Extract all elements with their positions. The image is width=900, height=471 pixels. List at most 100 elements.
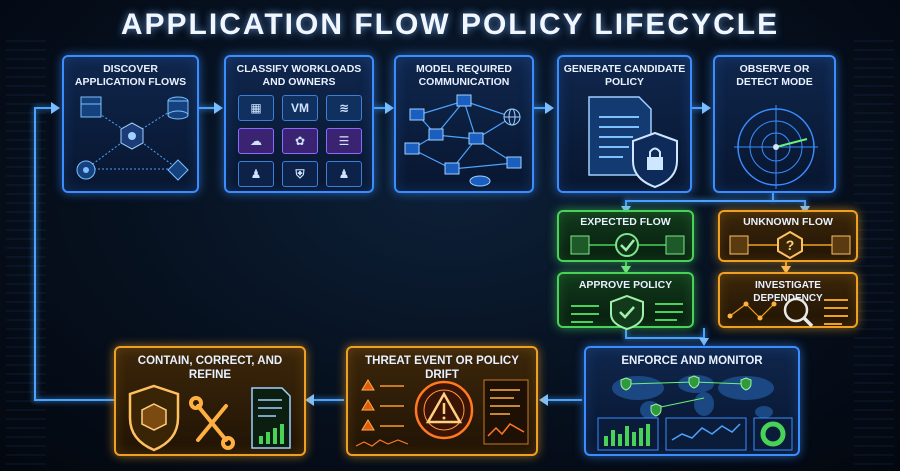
discover-network-graphic [76, 96, 189, 181]
log-panel-icon [483, 379, 529, 445]
step-classify[interactable]: CLASSIFY WORKLOADS AND OWNERS ▦ VM ≋ ☁ ✿… [224, 55, 374, 193]
arrow-down-icon [781, 266, 791, 274]
step-observe[interactable]: OBSERVE OR DETECT MODE [713, 55, 836, 193]
wrench-icon [189, 396, 235, 450]
arrow-right-icon [702, 102, 711, 114]
arrow-right-icon [545, 102, 554, 114]
cube-icon [80, 96, 102, 118]
arrow-right-icon [51, 102, 60, 114]
cube-icon [729, 235, 749, 255]
connector-loop-bottom [34, 399, 114, 401]
connector-enforce-threat [546, 399, 582, 401]
branch-unknown-flow[interactable]: UNKNOWN FLOW ? [718, 210, 858, 262]
contain-graphic [128, 384, 291, 452]
svg-text:?: ? [786, 237, 795, 253]
connector-observe-down [772, 193, 774, 201]
shield-check-icon [610, 294, 644, 331]
connector-loop-vertical [34, 109, 36, 401]
expected-flow-label: EXPECTED FLOW [580, 216, 671, 228]
step-contain[interactable]: CONTAIN, CORRECT, AND REFINE [114, 346, 306, 456]
step-investigate-dependency[interactable]: INVESTIGATE DEPENDENCY [718, 272, 858, 328]
cube-icon [570, 235, 590, 255]
cube-icon [665, 235, 685, 255]
connector-2 [374, 107, 388, 109]
lock-shield-icon: ⛨ [282, 161, 318, 187]
bar-chart-icon [597, 417, 659, 451]
arrow-right-icon [385, 102, 394, 114]
server-rack-right [854, 40, 894, 471]
connector-4 [692, 107, 704, 109]
enforce-monitor-label: ENFORCE AND MONITOR [621, 355, 763, 367]
layers-icon [167, 159, 189, 181]
unknown-flow-label: UNKNOWN FLOW [743, 216, 833, 228]
investigate-graphic [727, 297, 848, 328]
user-icon: ♟ [326, 161, 362, 187]
connector-threat-contain [312, 399, 344, 401]
shield-cube-icon [128, 384, 180, 452]
step-enforce-monitor[interactable]: ENFORCE AND MONITOR [584, 346, 800, 456]
step-generate[interactable]: GENERATE CANDIDATE POLICY [557, 55, 692, 193]
magnifier-icon [783, 297, 814, 328]
database-icon [167, 96, 189, 120]
report-icon [251, 387, 291, 449]
connector-branch-left [625, 200, 627, 208]
connector-approve-down [625, 328, 627, 338]
threat-event-label: THREAT EVENT OR POLICY DRIFT [365, 355, 519, 381]
cloud-icon: ☁ [238, 128, 274, 154]
step-discover[interactable]: DISCOVER APPLICATION FLOWS [62, 55, 199, 193]
radar-icon [734, 105, 818, 189]
expected-flow-graphic [570, 233, 685, 257]
arrow-down-icon [699, 338, 709, 346]
connector-branch-right [804, 200, 806, 208]
vm-tile: VM [282, 95, 318, 121]
line-chart-icon [665, 417, 747, 451]
step-discover-label: DISCOVER APPLICATION FLOWS [74, 63, 187, 88]
page-title: APPLICATION FLOW POLICY LIFECYCLE [120, 8, 780, 41]
user-icon: ♟ [238, 161, 274, 187]
step-threat-event[interactable]: THREAT EVENT OR POLICY DRIFT [346, 346, 538, 456]
unknown-flow-graphic: ? [729, 230, 851, 260]
approve-policy-graphic [571, 294, 683, 331]
warning-icon [414, 380, 474, 440]
server-icon: ☰ [326, 128, 362, 154]
step-generate-label: GENERATE CANDIDATE POLICY [563, 63, 686, 88]
approve-policy-label: APPROVE POLICY [578, 279, 673, 291]
step-approve-policy[interactable]: APPROVE POLICY [557, 272, 694, 331]
connector-unknown-investigate [785, 262, 787, 269]
hub-icon [120, 122, 144, 150]
connector-3 [534, 107, 548, 109]
gear-icon [76, 160, 96, 180]
connector-merge [625, 337, 705, 339]
step-observe-label: OBSERVE OR DETECT MODE [736, 63, 813, 88]
policy-document-graphic [588, 96, 678, 189]
shield-lock-icon [632, 131, 678, 189]
branch-expected-flow[interactable]: EXPECTED FLOW [557, 210, 694, 262]
contain-label: CONTAIN, CORRECT, AND REFINE [137, 355, 283, 381]
connector-investigate-down [703, 328, 705, 338]
step-model[interactable]: MODEL REQUIRED COMMUNICATION [394, 55, 534, 193]
cube-icon [831, 235, 851, 255]
cluster-icon: ✿ [282, 128, 318, 154]
connector-1 [199, 107, 217, 109]
server-rack-left [6, 40, 46, 471]
investigate-dependency-label: INVESTIGATE DEPENDENCY [753, 280, 823, 304]
step-classify-label: CLASSIFY WORKLOADS AND OWNERS [236, 63, 362, 88]
network-graph-icon [404, 94, 522, 187]
question-icon: ? [777, 230, 803, 260]
world-map-icon [597, 375, 793, 451]
donut-chart-icon [753, 417, 793, 451]
connector-branch [625, 200, 805, 202]
step-model-label: MODEL REQUIRED COMMUNICATION [415, 63, 513, 88]
cloud-icon [469, 175, 491, 187]
cube-icon: ▦ [238, 95, 274, 121]
connector-loop-top [34, 107, 54, 109]
arrow-down-icon [621, 266, 631, 274]
globe-icon [503, 108, 521, 126]
check-icon [615, 233, 639, 257]
arrow-right-icon [214, 102, 223, 114]
threat-graphic [355, 379, 529, 447]
arrow-left-icon [305, 394, 314, 406]
connector-expected-approve [625, 262, 627, 269]
database-icon: ≋ [326, 95, 362, 121]
arrow-left-icon [539, 394, 548, 406]
